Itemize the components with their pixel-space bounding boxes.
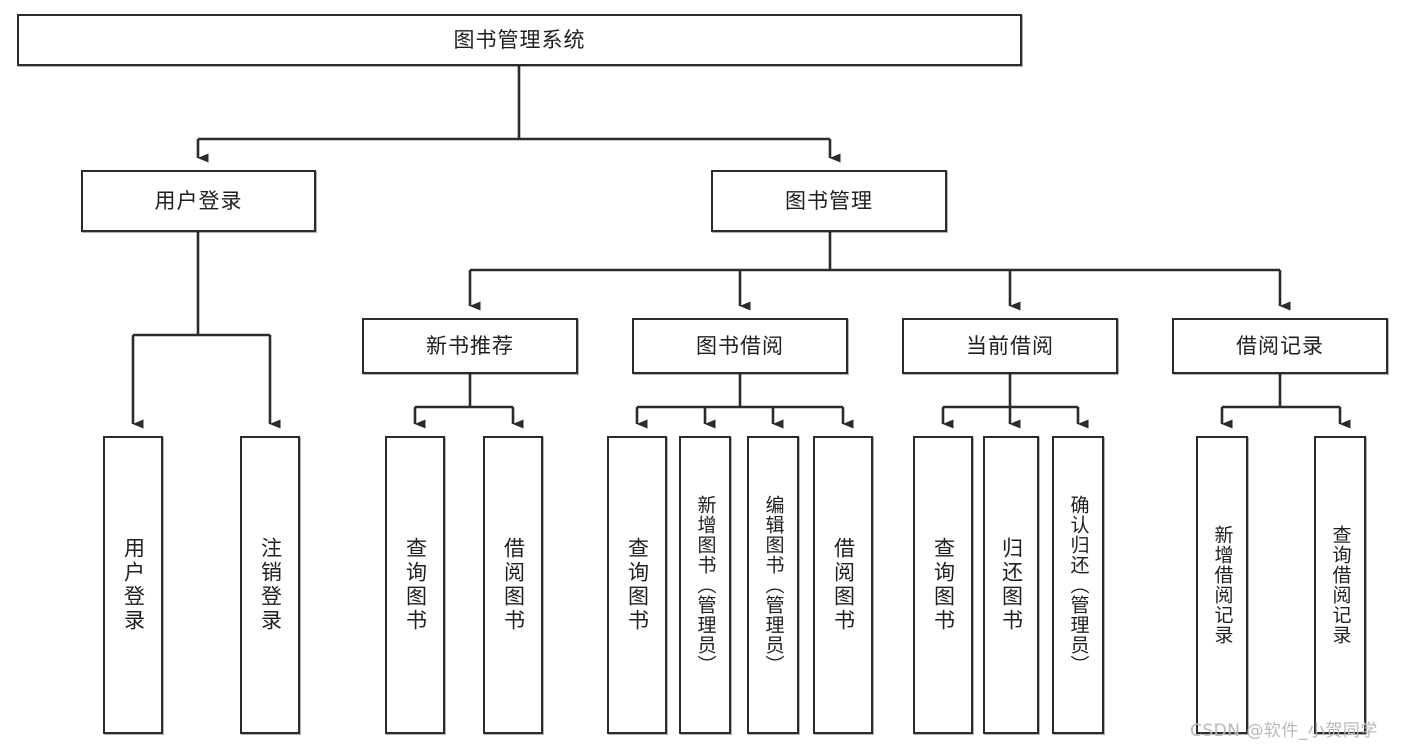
leaf-book-borrow-edit-book-admin[interactable]: 编辑图书（管理员） <box>747 436 799 734</box>
node-label: 查询借阅记录 <box>1329 525 1352 645</box>
node-user-login[interactable]: 用户登录 <box>81 170 316 232</box>
node-label: 图书管理系统 <box>453 27 586 52</box>
leaf-book-borrow-query-book[interactable]: 查询图书 <box>607 436 667 734</box>
node-label: 用户登录 <box>154 188 243 213</box>
leaf-book-borrow-add-book-admin[interactable]: 新增图书（管理员） <box>679 436 731 734</box>
leaf-current-borrow-confirm-return-admin[interactable]: 确认归还（管理员） <box>1052 436 1104 734</box>
node-label: 新书推荐 <box>426 333 514 358</box>
node-label: 用户登录 <box>121 537 146 633</box>
node-label: 查询图书 <box>625 537 650 633</box>
leaf-borrow-record-query-record[interactable]: 查询借阅记录 <box>1314 436 1366 734</box>
node-book-borrow[interactable]: 图书借阅 <box>632 318 848 374</box>
node-book-management[interactable]: 图书管理 <box>711 170 947 232</box>
node-label: 新增图书（管理员） <box>694 495 717 675</box>
leaf-user-login-login[interactable]: 用户登录 <box>103 436 163 734</box>
leaf-current-borrow-return-book[interactable]: 归还图书 <box>983 436 1039 734</box>
node-borrow-record[interactable]: 借阅记录 <box>1172 318 1388 374</box>
node-root-book-management-system[interactable]: 图书管理系统 <box>17 14 1022 66</box>
csdn-watermark: CSDN @软件_小贺同学 <box>1190 721 1378 741</box>
node-label: 图书借阅 <box>696 333 784 358</box>
leaf-borrow-record-add-record[interactable]: 新增借阅记录 <box>1196 436 1248 734</box>
node-label: 借阅图书 <box>501 537 526 633</box>
node-label: 查询图书 <box>931 537 956 633</box>
leaf-book-borrow-borrow-book[interactable]: 借阅图书 <box>813 436 873 734</box>
node-label: 编辑图书（管理员） <box>762 495 785 675</box>
node-label: 注销登录 <box>258 537 283 633</box>
leaf-new-book-borrow-book[interactable]: 借阅图书 <box>483 436 543 734</box>
node-label: 借阅图书 <box>831 537 856 633</box>
node-label: 归还图书 <box>999 537 1024 633</box>
node-label: 查询图书 <box>403 537 428 633</box>
node-label: 当前借阅 <box>966 333 1054 358</box>
leaf-user-login-logout[interactable]: 注销登录 <box>240 436 300 734</box>
node-new-book-recommend[interactable]: 新书推荐 <box>362 318 578 374</box>
node-label: 借阅记录 <box>1236 333 1324 358</box>
leaf-new-book-query-book[interactable]: 查询图书 <box>385 436 445 734</box>
node-label: 确认归还（管理员） <box>1067 495 1090 675</box>
node-label: 图书管理 <box>785 188 873 213</box>
node-current-borrow[interactable]: 当前借阅 <box>902 318 1118 374</box>
node-label: 新增借阅记录 <box>1211 525 1234 645</box>
leaf-current-borrow-query-book[interactable]: 查询图书 <box>913 436 973 734</box>
